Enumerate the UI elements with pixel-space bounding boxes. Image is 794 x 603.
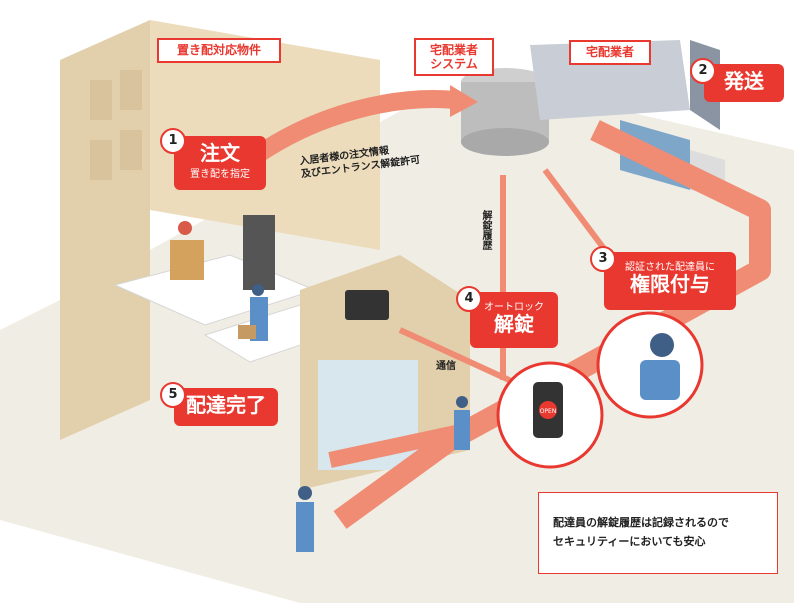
arrow-order-head [450, 85, 478, 117]
building-label: 置き配対応物件 [157, 38, 281, 63]
apartment-door [243, 215, 275, 290]
step-complete-callout: 配達完了 [174, 388, 278, 426]
courier-head [650, 333, 674, 357]
security-note: 配達員の解錠履歴は記録されるので セキュリティーにおいても安心 [538, 492, 778, 574]
courier-figure-body [296, 502, 314, 552]
courier-body [640, 360, 680, 400]
unlock-history-label: 解錠履歴 [480, 210, 491, 250]
company-label: 宅配業者 [569, 40, 651, 65]
step-unlock-title: 解錠 [494, 312, 534, 336]
step-unlock-number: 4 [456, 286, 482, 312]
step-authority-sub: 認証された配達員に [625, 262, 715, 273]
step-shipping-title: 発送 [724, 69, 764, 93]
arrow-authority [542, 168, 608, 252]
building-window [90, 140, 112, 180]
building-window [120, 70, 142, 110]
communication-label: 通信 [436, 361, 456, 372]
parcel [238, 325, 256, 339]
courier-figure-body [454, 410, 470, 450]
step-order-number: 1 [160, 128, 186, 154]
step-order-title: 注文 [200, 141, 240, 165]
open-label: OPEN [540, 408, 557, 415]
security-note-line-1: 配達員の解錠履歴は記録されるので [553, 516, 729, 529]
open-badge [539, 401, 557, 419]
building-window [120, 130, 142, 170]
step-unlock-sub: オートロック [484, 302, 544, 313]
step-authority-number: 3 [590, 246, 616, 272]
server-bottom [461, 128, 549, 156]
step-complete-number: 5 [160, 382, 186, 408]
step-shipping-callout: 発送 [704, 64, 784, 102]
security-note-line-2: セキュリティーにおいても安心 [553, 535, 706, 549]
resident [178, 221, 192, 235]
courier-figure [252, 284, 264, 296]
courier-figure [456, 396, 468, 408]
building-side [60, 20, 150, 440]
courier-figure [298, 486, 312, 500]
arrow-order [244, 90, 456, 168]
arrow-communication [398, 327, 522, 388]
step-order-callout: 注文 置き配を指定 [174, 136, 266, 190]
step-authority-title: 権限付与 [630, 272, 710, 296]
building-window [90, 80, 112, 120]
system-label: 宅配業者 システム [414, 38, 494, 76]
step-order-sub: 置き配を指定 [190, 169, 250, 180]
autolock-device [345, 290, 389, 320]
resident-chair [170, 240, 204, 280]
step-unlock-callout: オートロック 解錠 [470, 292, 558, 348]
step-authority-callout: 認証された配達員に 権限付与 [604, 252, 736, 310]
building-front [150, 20, 380, 250]
arrow-delivery-inside [328, 422, 472, 468]
step-shipping-number: 2 [690, 58, 716, 84]
step-complete-title: 配達完了 [186, 393, 266, 417]
